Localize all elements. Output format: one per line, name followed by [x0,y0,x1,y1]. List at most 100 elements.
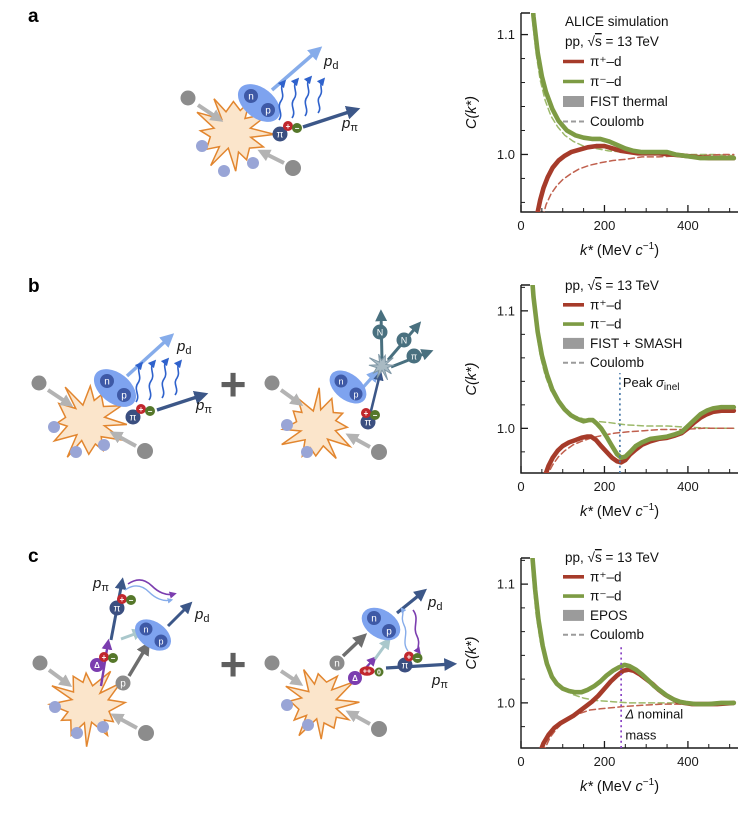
incoming-proton [264,655,280,671]
incoming-proton-arrow [196,103,224,122]
soft-particle [196,140,208,152]
pd-momentum-arrow [125,333,175,378]
exchange-waves [400,607,421,655]
legend-swatch-box [563,337,584,349]
incoming-proton-arrow [47,668,73,688]
proton-label: p [386,627,392,638]
x-axis-label: k* (MeV c−1) [580,777,659,795]
y-tick-label: 1.0 [497,695,515,710]
incoming-proton-arrow [109,431,137,448]
legend-label: Coulomb [590,114,644,129]
proton-label: p [265,106,271,117]
soft-particle [281,419,293,431]
x-axis-label: k* (MeV c−1) [580,241,659,259]
soft-particle [247,157,259,169]
minus-charge-badge: − [129,596,134,605]
pion-label: π [114,604,121,615]
soft-particle [70,446,82,458]
pion: π + − [109,594,136,616]
pion: π + − [360,408,380,430]
neutron-label: n [338,377,343,387]
delta-production-arrow [99,638,113,687]
plot-header: pp, √s = 13 TeV [565,550,659,565]
incoming-proton [138,725,154,741]
deuteron: n p [134,619,172,651]
plus-charge-badge: + [120,595,125,604]
y-tick-label: 1.0 [497,147,515,162]
pion: π + − [397,651,423,673]
ppi-label: pπ [195,397,212,416]
soft-particle [281,699,293,711]
delta-baryon: Δ + − [90,652,118,672]
x-tick-label: 0 [517,479,524,494]
delta-label: Δ [352,674,358,683]
incoming-proton-arrow [46,388,74,407]
x-axis-label: k* (MeV c−1) [580,502,659,520]
ppi-label: pπ [92,575,109,594]
legend-label: π⁺–d [590,297,621,312]
x-tick-label: 200 [594,218,616,233]
y-tick-label: 1.1 [497,577,515,592]
plus-charge-badge: + [364,409,369,418]
interaction-waves [136,360,180,402]
y-axis-label: C(k*) [464,362,480,395]
incoming-proton-arrow [110,713,138,730]
minus-charge-badge: − [373,411,378,420]
deuteron: n p [237,84,281,122]
neutron-label: n [104,377,110,388]
minus-charge-badge: − [148,407,153,416]
collision-c-left [32,655,154,747]
pion-label: π [277,130,284,141]
annotation: Peak σinel [623,375,680,393]
nucleon-label: N [377,328,384,338]
minus-charge-badge: − [111,654,116,663]
plus-charge-badge: + [139,405,144,414]
panel-label-b: b [28,276,40,297]
incoming-proton [371,721,387,737]
x-tick-label: 0 [517,218,524,233]
y-tick-label: 1.0 [497,421,515,436]
x-tick-label: 400 [677,754,699,769]
deuteron: n p [93,369,137,407]
proton-label: p [121,391,127,402]
proton-label: p [120,679,126,690]
pd-label: pd [176,338,191,357]
pion: π + − [125,404,155,425]
legend-label: π⁺–d [590,54,621,69]
plus-charge-badge: + [407,653,412,662]
incoming-proton-arrow [279,669,304,686]
panel-label-c: c [28,546,39,567]
minus-charge-badge: − [295,124,300,133]
legend-label: π⁻–d [590,317,621,332]
neutron-label: n [371,614,377,625]
neutron-label: n [248,92,254,103]
neutron-feed: n [329,633,368,671]
x-tick-label: 0 [517,754,524,769]
soft-particle [301,446,313,458]
soft-particle [48,421,60,433]
pion-label: π [411,352,417,362]
proton-feed: p [115,641,150,691]
collision-b-right [264,375,387,460]
diagram-panel-b: n p π + − pd pπ + [31,309,434,460]
legend-label: Coulomb [590,355,644,370]
fireball-starburst [280,387,353,459]
soft-particle [71,727,83,739]
series-pim-d [530,558,737,707]
exchange-waves [124,579,177,604]
minus-charge-badge: − [415,654,420,663]
plus-sign: + [220,638,247,690]
deuteron: n p [361,607,401,641]
series-pim-d [530,13,737,161]
ppi-label: pπ [431,672,448,691]
plot-header: pp, √s = 13 TeV [565,278,659,293]
pd-label: pd [323,53,338,72]
legend-swatch-box [563,609,584,621]
collision-c-right [264,655,387,740]
x-tick-label: 400 [677,218,699,233]
soft-particle [302,719,314,731]
soft-particle [218,165,230,177]
x-tick-label: 200 [594,754,616,769]
pd-momentum-arrow [166,601,193,628]
